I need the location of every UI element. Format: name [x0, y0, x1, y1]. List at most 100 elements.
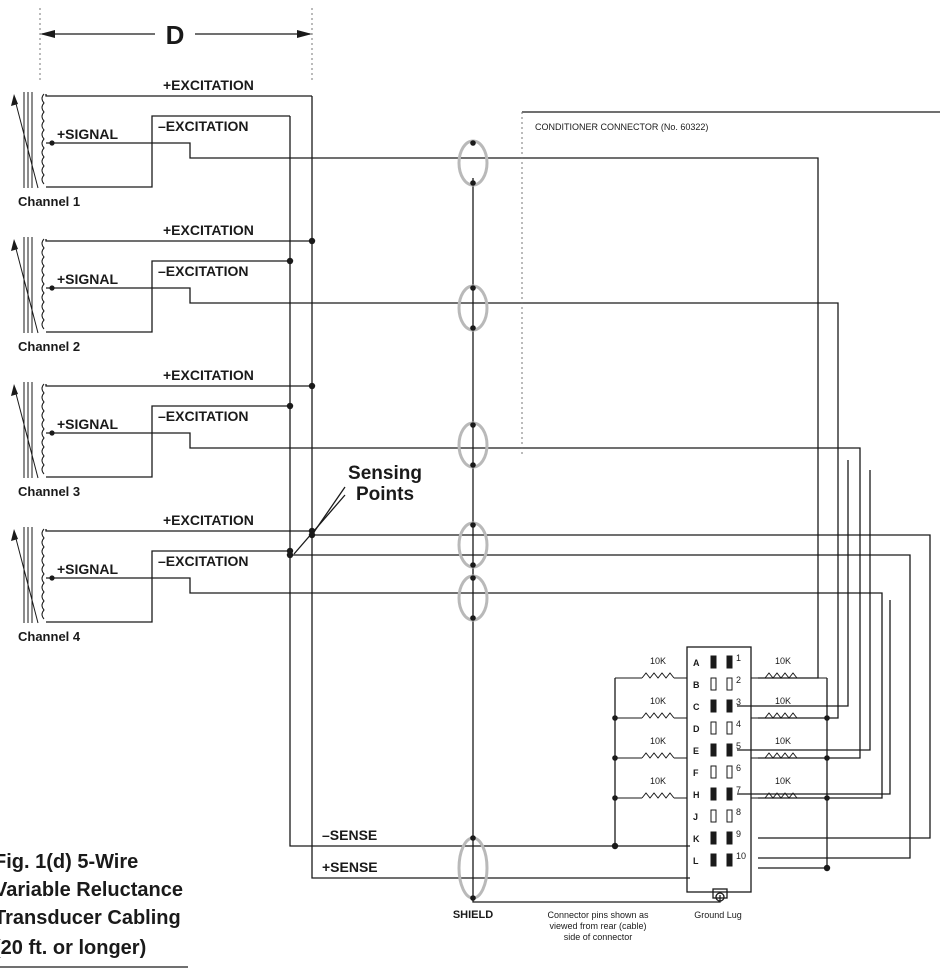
resistor-icon: [764, 712, 798, 719]
wire: [312, 534, 931, 839]
pin-letter: L: [693, 856, 699, 866]
signal-label: +SIGNAL: [57, 271, 119, 287]
resistor-label: 10K: [775, 656, 791, 666]
resistor-label: 10K: [650, 776, 666, 786]
pin-letter: B: [693, 680, 700, 690]
pin-number: 8: [736, 807, 741, 817]
wire: [46, 260, 290, 333]
junction-dot: [470, 325, 476, 331]
transducer-4: [11, 527, 45, 624]
plus-excitation-label: +EXCITATION: [163, 222, 254, 238]
dimension-label: D: [166, 20, 185, 50]
connector-note: Connector pins shown as: [547, 910, 649, 920]
armature-line: [13, 530, 39, 624]
armature-line: [13, 240, 39, 334]
pin-used: [727, 700, 732, 712]
junction-dot: [611, 842, 619, 850]
sensing-points-label: Points: [356, 484, 414, 505]
pin-number: 9: [736, 829, 741, 839]
signal-label: +SIGNAL: [57, 561, 119, 577]
pin-used: [711, 744, 716, 756]
minus-excitation-label: –EXCITATION: [158, 408, 249, 424]
pin-letter: J: [693, 812, 698, 822]
channel-label: Channel 4: [18, 629, 81, 644]
resistor-icon: [641, 712, 675, 719]
wire: [737, 600, 891, 795]
pin-letter: F: [693, 768, 699, 778]
junction-dot: [470, 422, 476, 428]
pin-socket: [726, 721, 733, 735]
signal-label: +SIGNAL: [57, 416, 119, 432]
junction-dot: [470, 522, 476, 528]
resistor-label: 10K: [650, 696, 666, 706]
ground-lug-icon: [715, 892, 725, 902]
channel-label: Channel 1: [18, 194, 80, 209]
pin-used: [711, 700, 716, 712]
arrowhead-icon: [297, 30, 312, 38]
pin-used: [727, 832, 732, 844]
pin-letter: H: [693, 790, 700, 800]
minus-excitation-label: –EXCITATION: [158, 118, 249, 134]
coil-icon: [41, 383, 45, 475]
coil-icon: [41, 93, 45, 185]
caption-line: Fig. 1(d) 5-Wire: [0, 851, 138, 873]
wire: [46, 115, 290, 188]
junction-dot: [470, 140, 476, 146]
pin-letter: E: [693, 746, 699, 756]
signal-label: +SIGNAL: [57, 126, 119, 142]
transducer-1: [11, 92, 45, 189]
pin-letter: D: [693, 724, 700, 734]
armature-line: [13, 95, 39, 189]
wire: [45, 384, 312, 387]
junction-dot: [470, 285, 476, 291]
pin-used: [727, 656, 732, 668]
pin-number: 1: [736, 653, 741, 663]
junction-dot: [49, 285, 55, 291]
pin-used: [727, 788, 732, 800]
pin-used: [711, 656, 716, 668]
connector-note: viewed from rear (cable): [549, 921, 646, 931]
resistor-label: 10K: [775, 776, 791, 786]
pin-socket: [726, 809, 733, 823]
ground-lug: [712, 888, 728, 899]
connector-block: [686, 646, 752, 893]
wire: [290, 554, 911, 859]
caption-line: Transducer Cabling: [0, 907, 181, 929]
pin-socket: [710, 765, 717, 779]
arrow-icon: [11, 529, 18, 541]
junction-dot: [470, 575, 476, 581]
plus-excitation-label: +EXCITATION: [163, 77, 254, 93]
pin-used: [711, 788, 716, 800]
transducer-3: [11, 382, 45, 479]
wire: [289, 116, 690, 847]
junction-dot: [49, 430, 55, 436]
arrowhead-icon: [40, 30, 55, 38]
channel-label: Channel 2: [18, 339, 80, 354]
resistor-label: 10K: [775, 736, 791, 746]
pin-number: 3: [736, 697, 741, 707]
wire: [45, 94, 312, 97]
armature-line: [13, 385, 39, 479]
shield-label: SHIELD: [453, 909, 493, 921]
pin-number: 10: [736, 851, 746, 861]
pin-used: [727, 744, 732, 756]
pin-number: 7: [736, 785, 741, 795]
wire: [45, 239, 312, 242]
wire: [46, 577, 883, 799]
pin-letter: K: [693, 834, 700, 844]
resistor-icon: [641, 792, 675, 799]
pin-socket: [710, 677, 717, 691]
junction-dot: [470, 180, 476, 186]
pin-socket: [726, 765, 733, 779]
resistor-icon: [764, 752, 798, 759]
pin-letter: A: [693, 658, 700, 668]
arrow-icon: [11, 384, 18, 396]
plus-excitation-label: +EXCITATION: [163, 367, 254, 383]
wire: [311, 96, 690, 879]
pin-used: [711, 854, 716, 866]
arrow-icon: [11, 239, 18, 251]
caption-line: Variable Reluctance: [0, 879, 183, 901]
pin-socket: [726, 677, 733, 691]
resistor-label: 10K: [650, 656, 666, 666]
